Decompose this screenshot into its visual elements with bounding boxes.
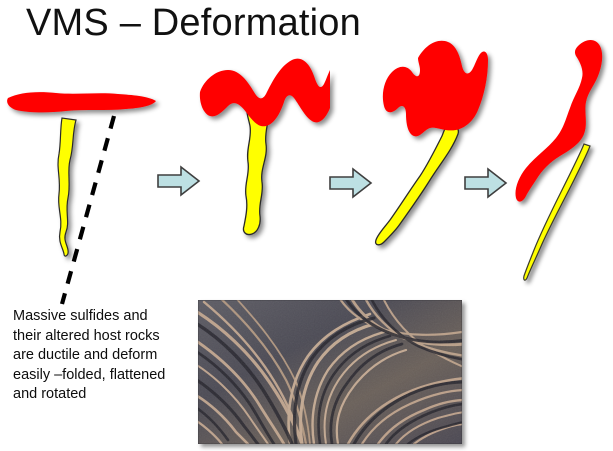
caption-text-block: Massive sulfides and their altered host … [13,307,189,405]
reference-dashed-line-1 [59,115,117,305]
caption-line-2: their altered host rocks [13,327,160,344]
stringer-zone-yellow-4 [523,143,591,281]
progression-arrow-3 [463,166,509,205]
page-title: VMS – Deformation [26,2,361,44]
diagram-stage-2 [196,48,331,253]
stringer-zone-yellow-2 [242,102,270,236]
progression-arrow-1 [156,164,202,203]
stringer-zone-yellow-1 [57,117,77,257]
massive-sulfide-red-2 [199,58,330,127]
massive-sulfide-red-4 [515,40,603,202]
diagram-stage-1 [2,72,162,307]
diagram-stage-4 [508,32,608,287]
stringer-zone-yellow-3 [374,124,460,246]
caption-line-3: are ductile and deform [13,347,158,363]
massive-sulfide-red-1 [7,92,156,113]
diagram-stage-3 [374,38,498,263]
arrow-right-icon [329,167,373,199]
caption-line-4: easily –folded, flattened [13,366,166,383]
folded-banded-rock-photograph [198,300,462,444]
arrow-right-icon [464,167,508,199]
progression-arrow-2 [328,166,374,205]
caption-line-1: Massive sulfides and [13,308,148,324]
caption-line-5: and rotated [13,386,87,402]
massive-sulfide-red-3 [382,40,488,137]
arrow-right-icon [157,165,201,197]
